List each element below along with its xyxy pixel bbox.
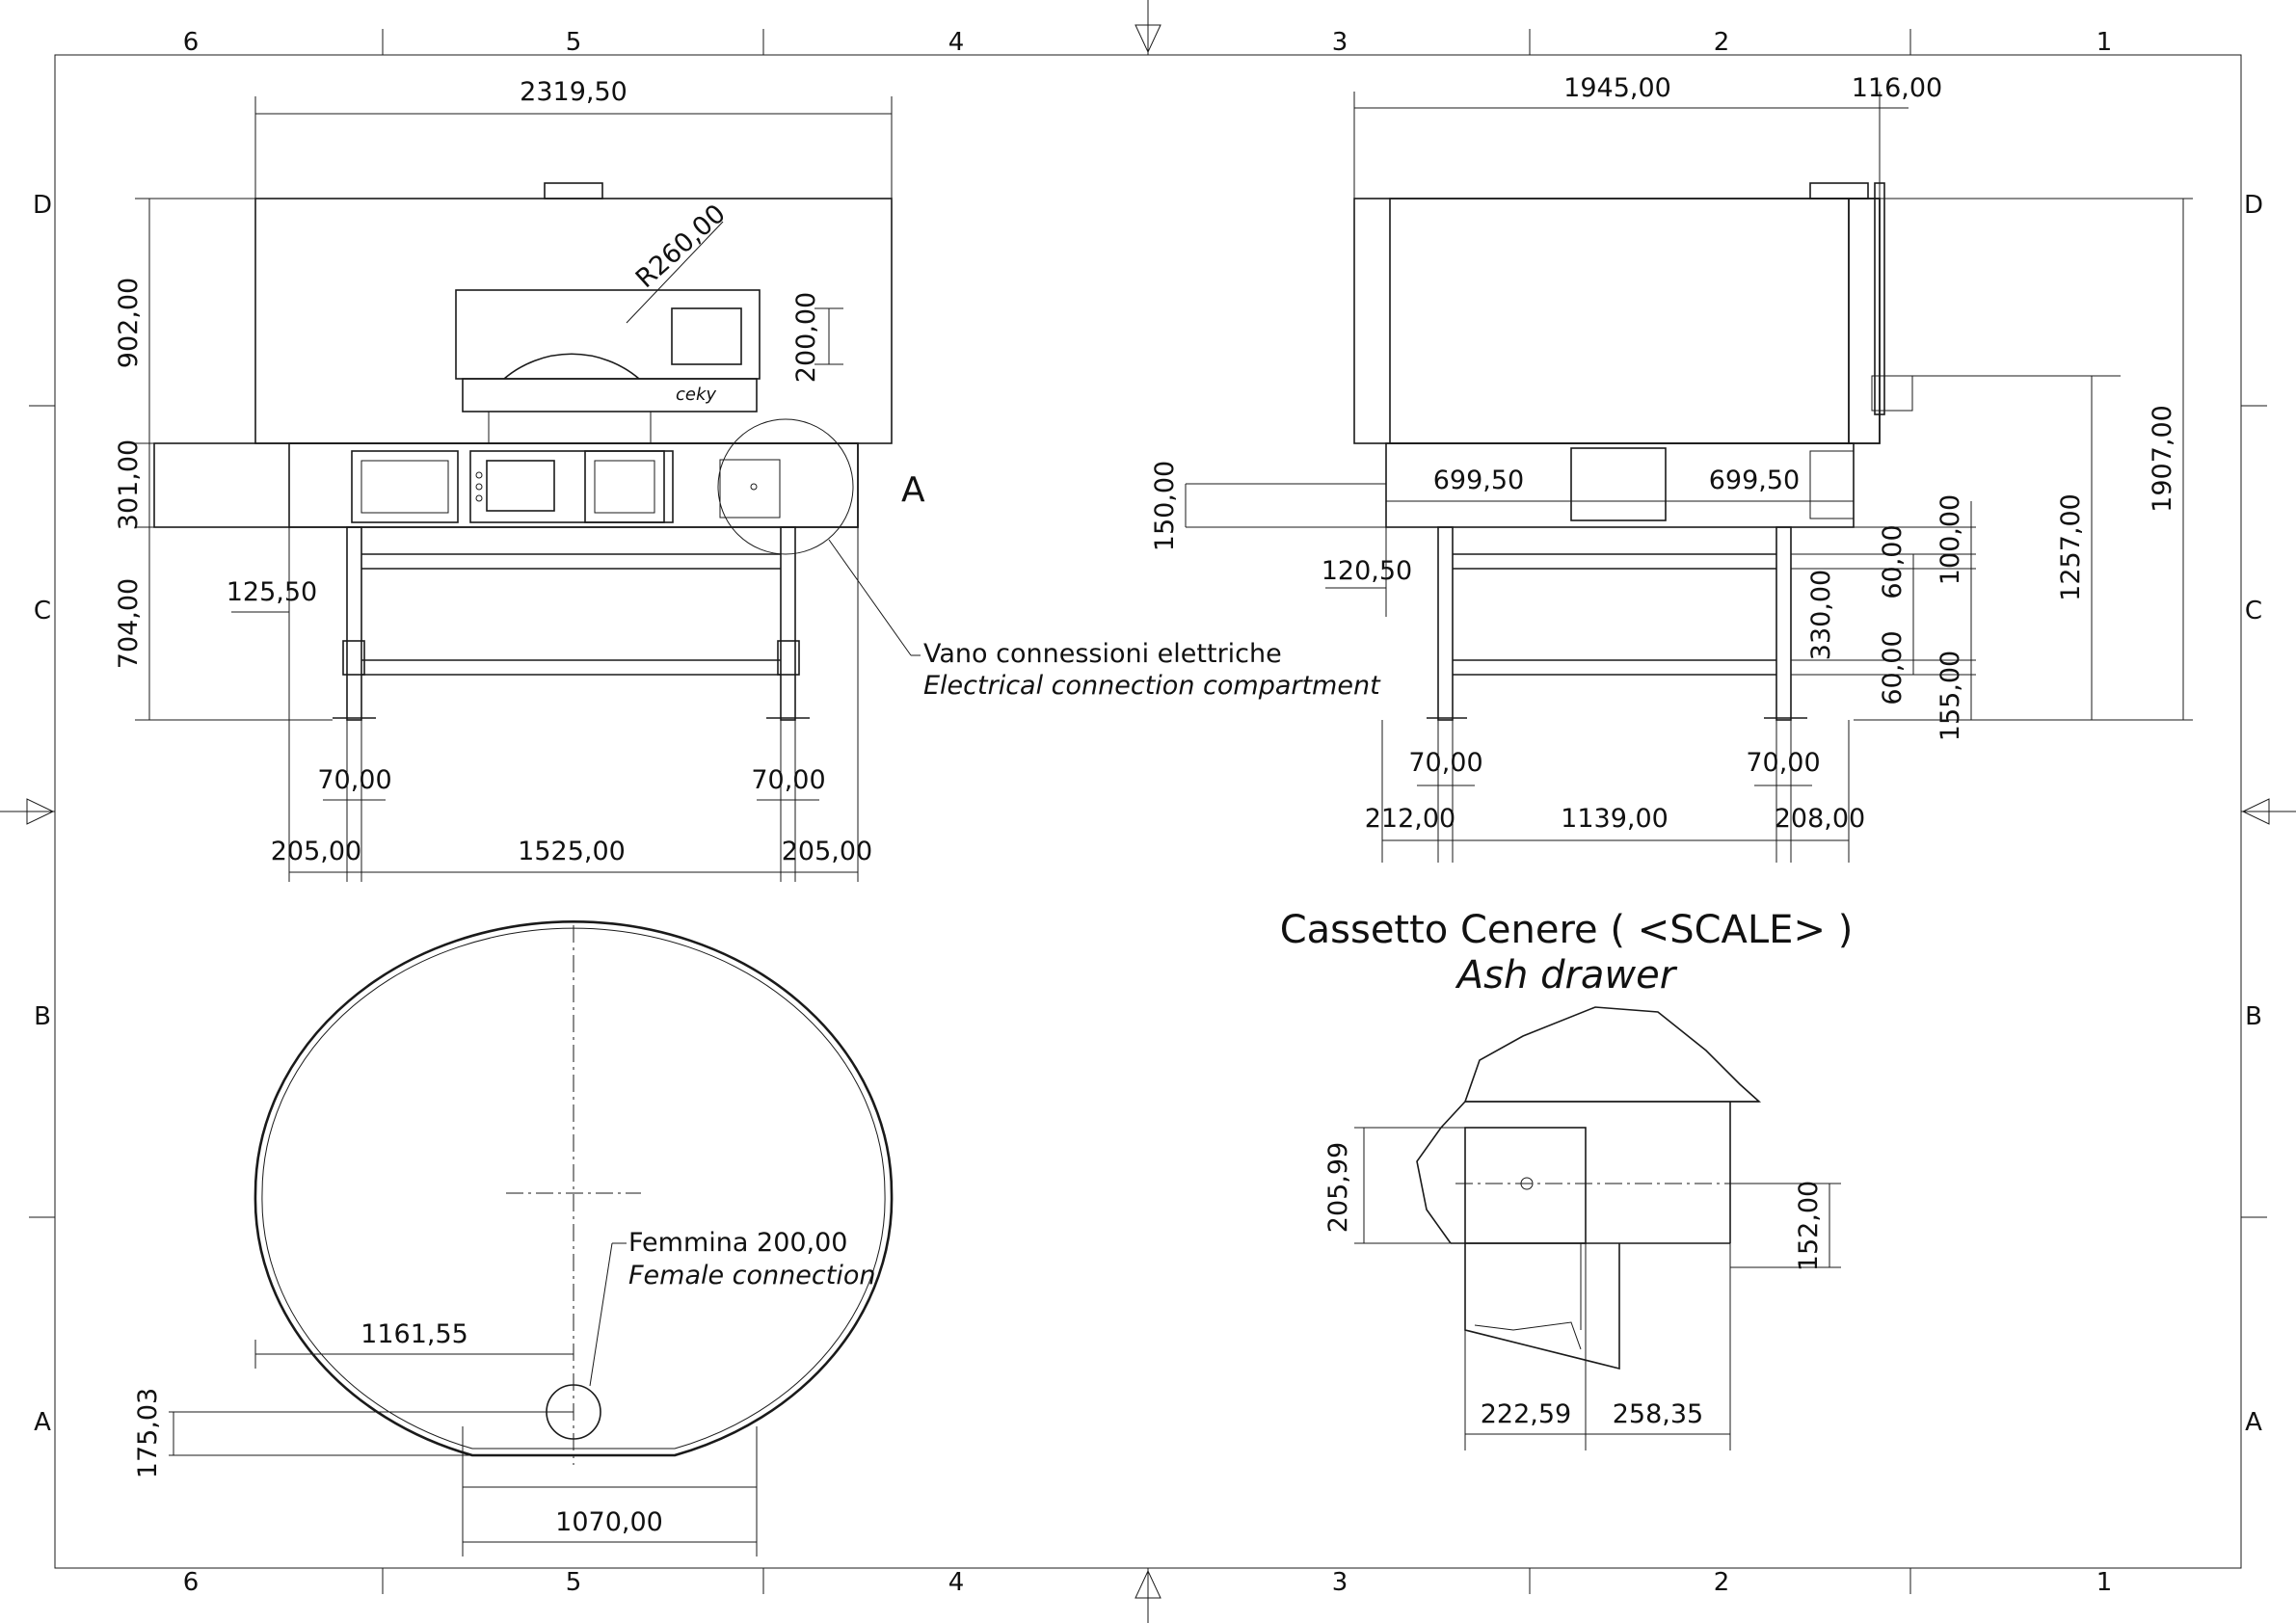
dim-mouth-width: 1070,00 [555,1507,663,1537]
dim-edge-right: 208,00 [1775,804,1865,834]
dim-rail-upper-gap: 100,00 [1936,494,1965,585]
row-d-right: D [2244,191,2263,220]
col-4-top: 4 [948,28,965,57]
col-3-top: 3 [1332,28,1348,57]
callout-letter-a: A [901,470,925,510]
dim-overhang-left: 205,00 [271,837,361,866]
dim-rail-lower: 60,00 [1878,630,1908,705]
row-c-left: C [34,597,51,625]
dim-width-left: 222,59 [1481,1399,1571,1429]
plan-view: 1161,55 175,03 1070,00 Femmina 200,00 Fe… [133,920,894,1556]
side-view: 1945,00 116,00 699,50 699,50 150,00 120,… [1150,73,2193,863]
note-female-it: Femmina 200,00 [628,1228,847,1258]
note-electrical-it: Vano connessioni elettriche [923,639,1282,669]
col-5-bottom: 5 [566,1568,582,1597]
col-1-bottom: 1 [2096,1568,2113,1597]
dim-leg-width-right: 70,00 [751,765,825,795]
note-female-en: Female connection [628,1261,875,1290]
col-6-bottom: 6 [183,1568,200,1597]
row-a-right: A [2245,1408,2262,1437]
dim-side-leg-width-left: 70,00 [1408,748,1482,778]
detail-title-en: Ash drawer [1455,953,1678,998]
dim-vent-right: 699,50 [1709,466,1800,495]
dim-overhang-right: 205,00 [782,837,872,866]
dim-leg-span: 1525,00 [518,837,626,866]
detail-circle-a [717,418,854,555]
row-b-left: B [34,1002,51,1031]
col-2-top: 2 [1714,28,1730,57]
dim-edge-left: 212,00 [1365,804,1455,834]
brand-logo: ceky [676,385,716,405]
col-6-top: 6 [183,28,200,57]
col-4-bottom: 4 [948,1568,965,1597]
dim-total-height: 1907,00 [2148,405,2177,513]
note-electrical-en: Electrical connection compartment [923,671,1381,701]
dim-mouth-height: 1257,00 [2056,493,2086,601]
row-b-right: B [2245,1002,2262,1031]
dim-door-height: 200,00 [791,292,821,383]
dim-base-height: 301,00 [114,439,144,530]
column-labels: 6 5 4 3 2 1 6 5 4 3 2 1 [183,28,2113,1597]
col-1-top: 1 [2096,28,2113,57]
row-labels: D C B A D C B A [33,191,2263,1437]
dim-rail-span: 330,00 [1806,570,1836,660]
front-view: 2319,50 902,00 301,00 704,00 125,50 R260… [114,77,1381,882]
dim-overall-width: 2319,50 [520,77,627,107]
dim-drawer-height: 205,99 [1323,1142,1353,1233]
dim-hole-height: 152,00 [1794,1181,1824,1271]
ash-drawer-detail: Cassetto Cenere ( <SCALE> ) Ash drawer 2… [1280,908,1854,1450]
dim-vent-height: 150,00 [1150,461,1180,551]
dim-rail-upper: 60,00 [1878,524,1908,599]
row-a-left: A [34,1408,51,1437]
dim-vent-left: 699,50 [1433,466,1524,495]
row-c-right: C [2245,597,2262,625]
dim-leg-offset: 120,50 [1322,556,1412,586]
col-3-bottom: 3 [1332,1568,1348,1597]
row-d-left: D [33,191,52,220]
dim-door-depth: 116,00 [1852,73,1942,103]
dim-side-leg-span: 1139,00 [1561,804,1669,834]
dim-radius: R260,00 [630,199,732,294]
dim-rail-floor: 155,00 [1936,651,1965,741]
dim-connection-offset: 175,03 [133,1388,163,1478]
detail-title-it: Cassetto Cenere ( <SCALE> ) [1280,908,1854,952]
dim-top-height: 902,00 [114,278,144,368]
col-2-bottom: 2 [1714,1568,1730,1597]
dim-half-depth: 1161,55 [360,1319,468,1349]
dim-side-leg-width-right: 70,00 [1746,748,1820,778]
dim-leg-width-left: 70,00 [317,765,391,795]
dim-width-right: 258,35 [1613,1399,1703,1429]
col-5-top: 5 [566,28,582,57]
dim-leg-height: 704,00 [114,578,144,669]
dim-body-width: 1945,00 [1563,73,1671,103]
dim-offset: 125,50 [227,577,317,607]
